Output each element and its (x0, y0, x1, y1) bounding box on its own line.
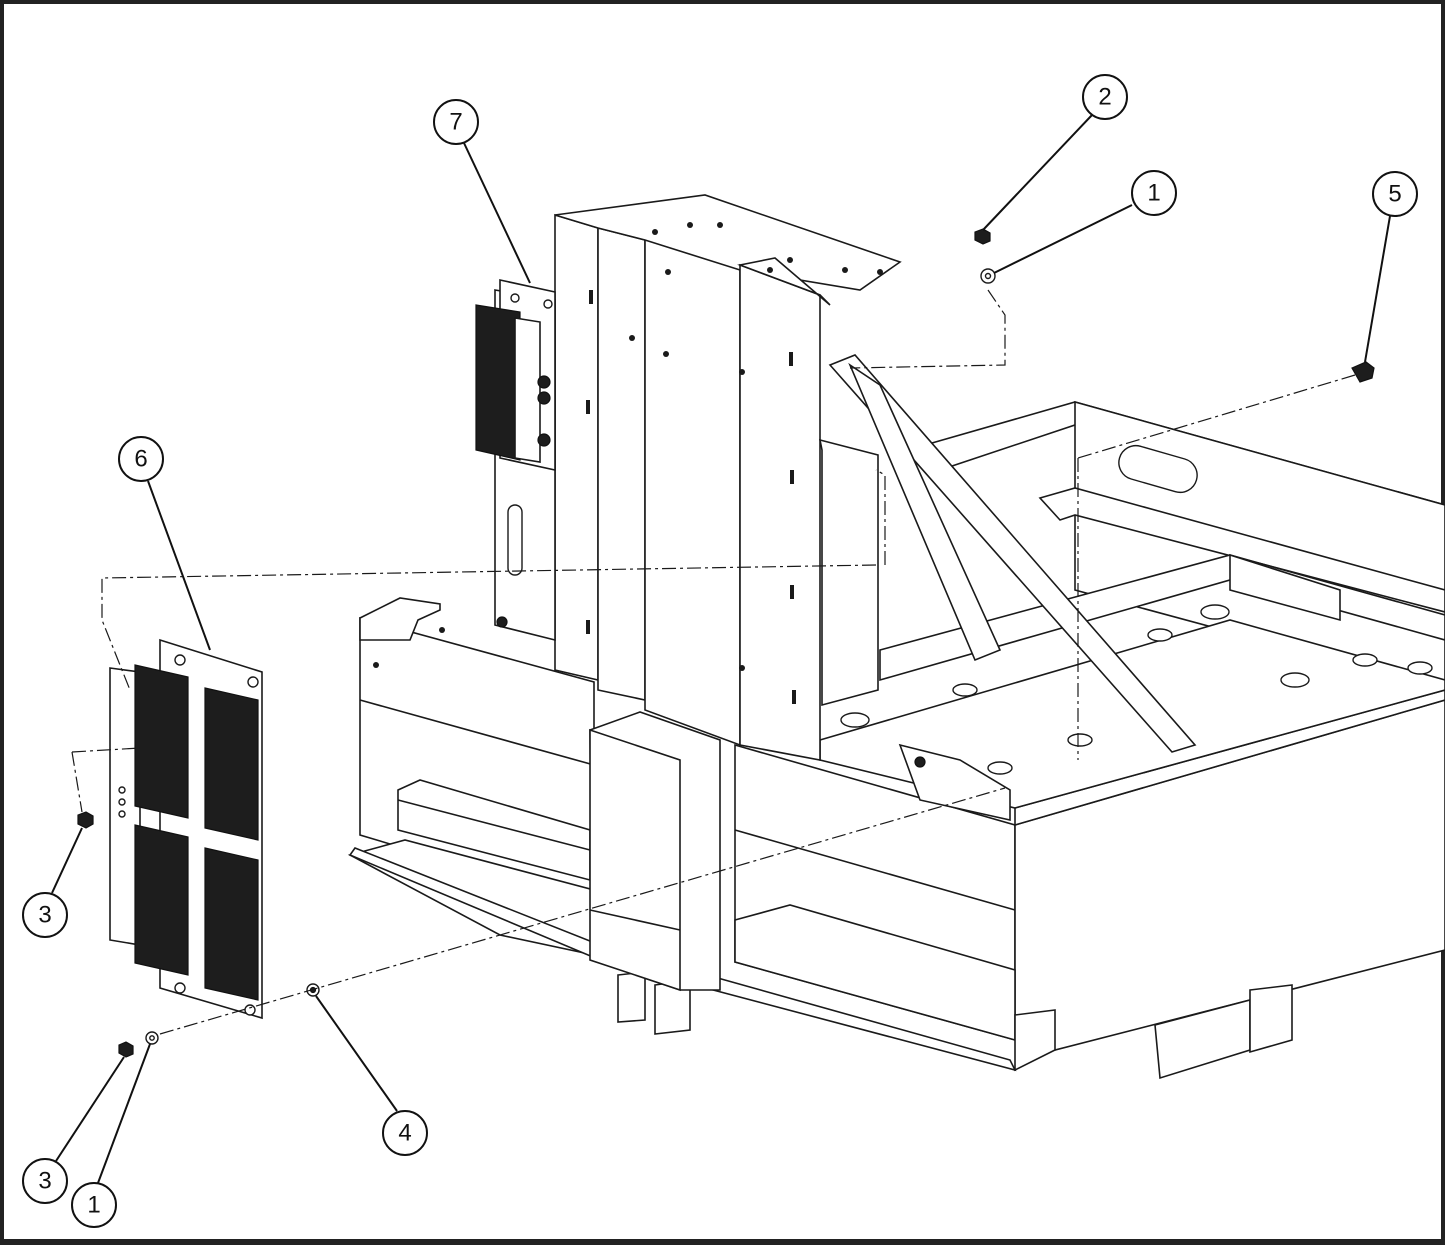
callout-1-bottom: 1 (71, 1182, 117, 1228)
module-6 (109, 638, 263, 1020)
svg-text:2: 2 (1098, 84, 1111, 111)
callout-7: 7 (433, 99, 479, 145)
svg-text:5: 5 (1388, 181, 1401, 208)
assembly-lines (71, 289, 1356, 1035)
callout-1-top: 1 (1131, 170, 1177, 216)
callout-3-left: 3 (22, 892, 68, 938)
svg-text:4: 4 (398, 1120, 411, 1147)
svg-text:6: 6 (134, 446, 147, 473)
svg-text:1: 1 (87, 1192, 100, 1219)
callout-2: 2 (1082, 74, 1128, 120)
svg-text:3: 3 (38, 902, 51, 929)
module-7 (475, 279, 556, 471)
callout-3-bottom: 3 (22, 1158, 68, 1204)
hardware (77, 228, 1375, 1058)
callout-6: 6 (118, 436, 164, 482)
svg-text:7: 7 (449, 109, 462, 136)
base-frame (347, 400, 1445, 1080)
svg-text:3: 3 (38, 1168, 51, 1195)
svg-text:1: 1 (1147, 180, 1160, 207)
leader-lines (51, 114, 1391, 1184)
callout-5: 5 (1372, 171, 1418, 217)
callout-4: 4 (382, 1110, 428, 1156)
